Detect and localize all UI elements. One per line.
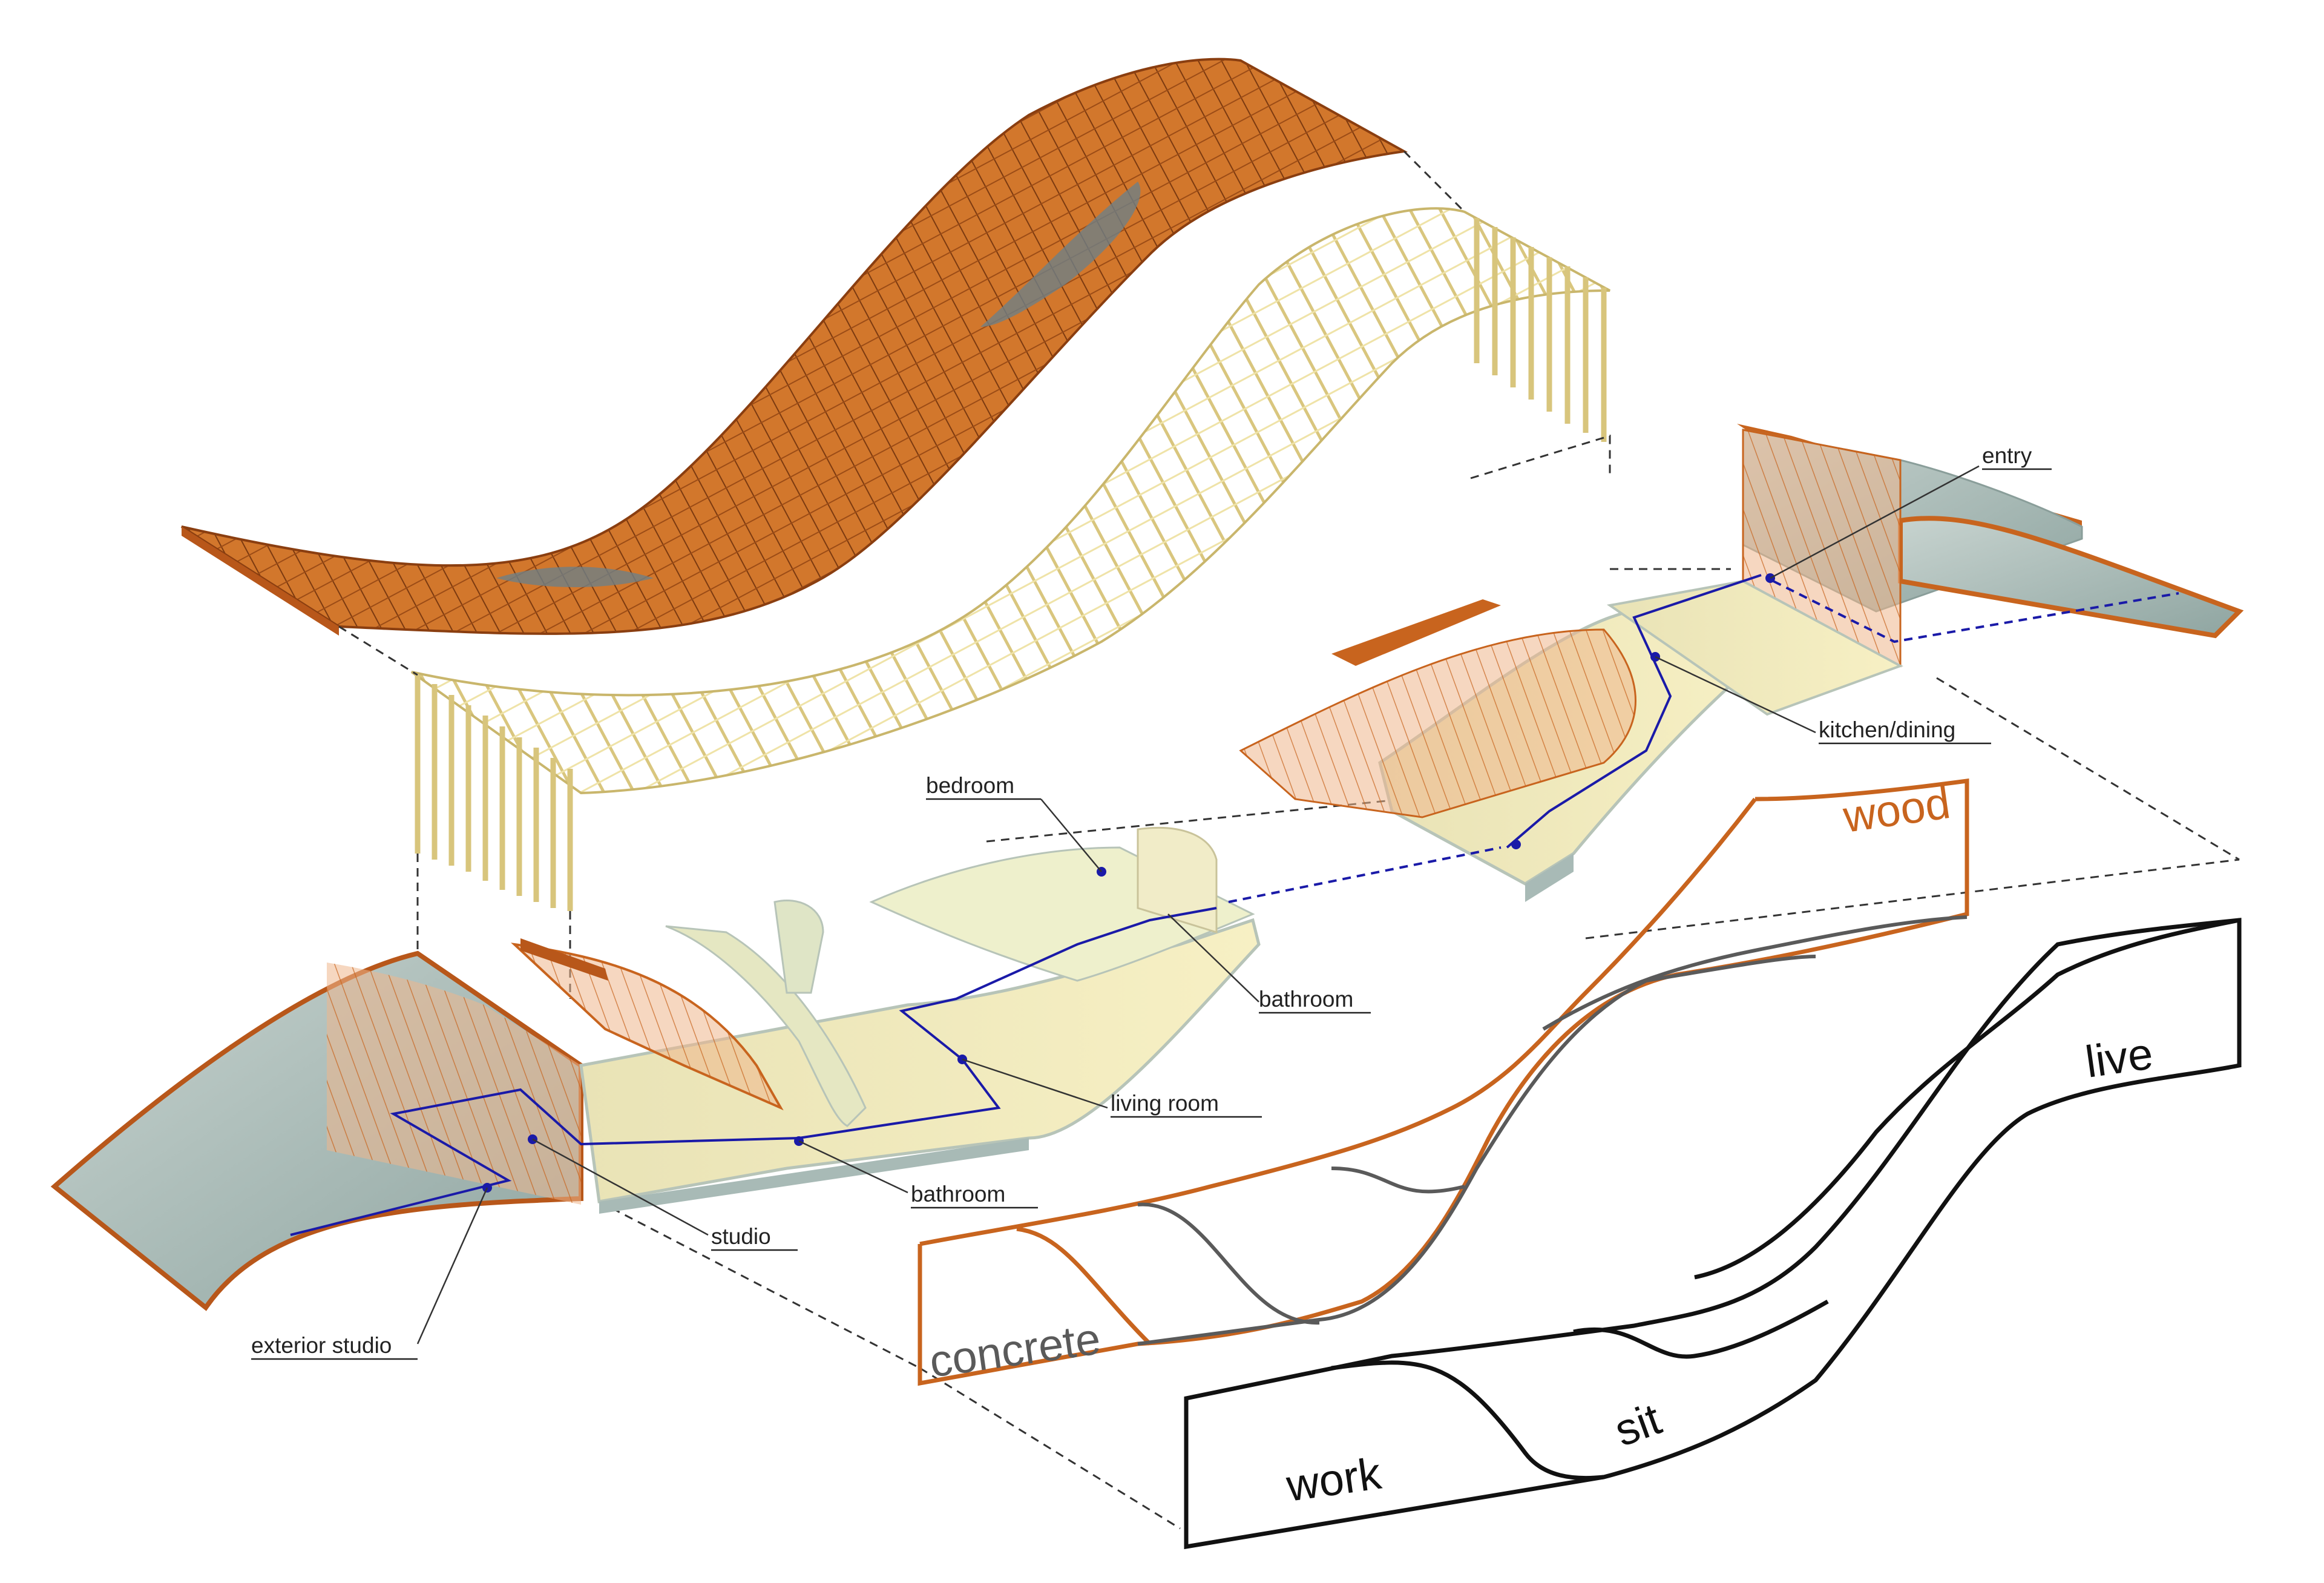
room-labels: entry kitchen/dining bedroom bathroom li… bbox=[251, 443, 2052, 1360]
live-term: live bbox=[2083, 1028, 2156, 1087]
sit-term: sit bbox=[1608, 1394, 1667, 1456]
label-entry: entry bbox=[1982, 443, 2032, 468]
wood-concrete-section bbox=[917, 778, 1969, 1386]
label-kitchen-dining: kitchen/dining bbox=[1819, 717, 1955, 742]
circulation-route bbox=[290, 573, 2179, 1236]
ground-layer bbox=[50, 424, 2244, 1311]
program-section bbox=[1184, 918, 2242, 1550]
work-term: work bbox=[1283, 1448, 1385, 1511]
wood-term: wood bbox=[1840, 777, 1954, 842]
wood-roof-layer bbox=[180, 58, 1408, 636]
timber-frame-layer bbox=[410, 207, 1610, 911]
label-living-room: living room bbox=[1111, 1091, 1219, 1116]
label-exterior-studio: exterior studio bbox=[251, 1333, 392, 1358]
label-studio: studio bbox=[711, 1224, 771, 1249]
label-bedroom: bedroom bbox=[926, 773, 1014, 798]
label-bathroom-upper: bathroom bbox=[1259, 987, 1353, 1012]
concrete-term: concrete bbox=[927, 1313, 1104, 1387]
leader-lines bbox=[416, 465, 1980, 1344]
label-bathroom-lower: bathroom bbox=[911, 1182, 1005, 1206]
